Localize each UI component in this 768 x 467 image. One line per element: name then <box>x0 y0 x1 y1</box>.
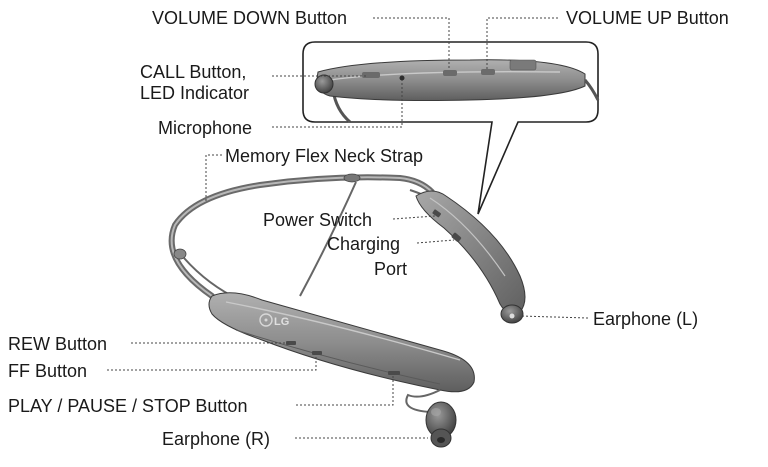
leader-play-pause-stop <box>296 375 394 406</box>
zoom-callout <box>302 41 600 215</box>
leader-ff-button <box>107 355 317 371</box>
play-pause-stop-button <box>388 371 400 375</box>
earphone-right <box>425 401 457 448</box>
leader-volume-up <box>486 17 558 70</box>
label-neck-strap: Memory Flex Neck Strap <box>225 146 424 166</box>
label-play-pause-stop: PLAY / PAUSE / STOP Button <box>8 396 248 416</box>
label-led-indicator: LED Indicator <box>140 83 250 103</box>
leader-lines <box>107 17 589 439</box>
rew-button <box>286 341 296 345</box>
zoom-microphone-hole <box>399 75 405 81</box>
zoom-volume-up-button <box>481 69 495 75</box>
ff-button <box>312 351 322 355</box>
charging-port <box>451 232 462 242</box>
power-switch <box>432 209 442 218</box>
label-charging: Charging <box>327 234 401 254</box>
label-port: Port <box>374 259 408 279</box>
lg-logo-text: LG <box>274 316 289 328</box>
label-volume-up: VOLUME UP Button <box>566 8 729 28</box>
leader-power-switch <box>392 215 436 220</box>
label-volume-down: VOLUME DOWN Button <box>152 8 348 28</box>
label-earphone-right: Earphone (R) <box>162 429 271 449</box>
left-body <box>415 190 526 324</box>
leader-neck-strap <box>205 154 222 202</box>
zoom-volume-down-button <box>443 70 457 76</box>
label-ff-button: FF Button <box>8 361 88 381</box>
right-body: LG <box>208 292 475 448</box>
label-earphone-left: Earphone (L) <box>593 309 699 329</box>
label-rew-button: REW Button <box>8 334 108 354</box>
label-microphone: Microphone <box>158 118 253 138</box>
leader-microphone <box>272 80 403 128</box>
zoom-call-button <box>362 72 380 78</box>
lg-logo-icon <box>259 313 273 327</box>
label-call-button: CALL Button, <box>140 62 247 82</box>
label-power-switch: Power Switch <box>263 210 373 230</box>
leader-charging-port <box>416 239 455 244</box>
leader-volume-down <box>373 17 450 70</box>
leader-earphone-left <box>519 315 589 319</box>
